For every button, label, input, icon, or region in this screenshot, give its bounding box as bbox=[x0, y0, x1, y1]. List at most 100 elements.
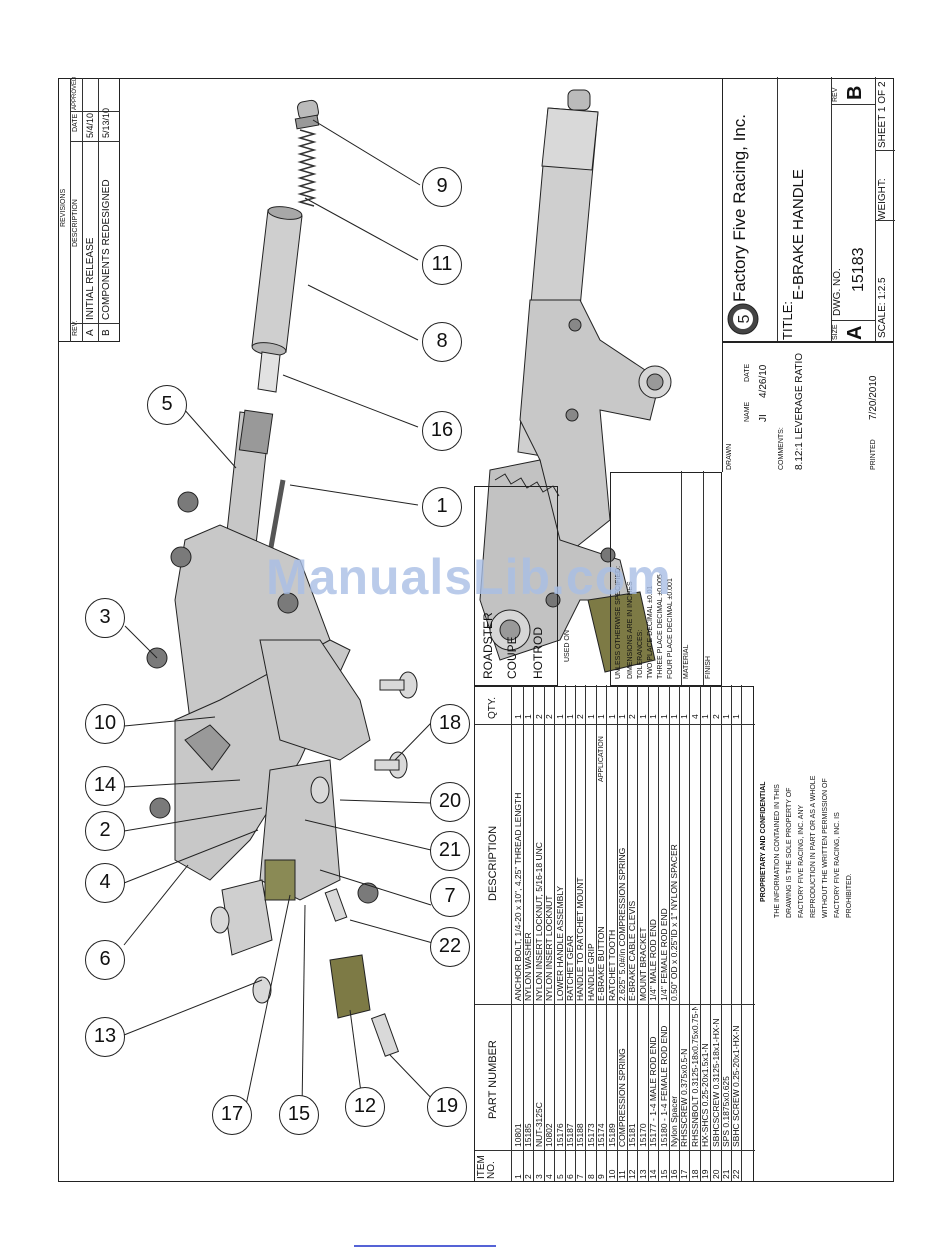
bom-cell-part: RHSSCREW 0.375x0.5-N bbox=[679, 1048, 690, 1147]
bom-cell-desc: 0.50" OD x 0.25"ID x 1" NYLON SPACER bbox=[669, 844, 679, 1001]
proprietary-line: PROHIBITED. bbox=[846, 873, 853, 918]
printed-label: PRINTED bbox=[870, 439, 877, 470]
bom-cell-qty: 1 bbox=[669, 714, 679, 719]
bom-cell-qty: 1 bbox=[565, 714, 575, 719]
bom-cell-item: 15 bbox=[658, 1169, 669, 1179]
bom-cell-qty: 1 bbox=[596, 714, 607, 719]
bom-cell-qty: 1 bbox=[658, 714, 669, 719]
title-label: TITLE: bbox=[780, 300, 795, 340]
bom-cell-item: 17 bbox=[679, 1169, 690, 1179]
sheet-size: A bbox=[844, 325, 866, 340]
proprietary-title: PROPRIETARY AND CONFIDENTIAL bbox=[760, 781, 767, 902]
printed-date: 7/20/2010 bbox=[868, 375, 879, 421]
handle-grip-part bbox=[251, 206, 303, 356]
callout-balloon: 13 bbox=[85, 1017, 125, 1057]
model-roadster: ROADSTER bbox=[481, 612, 495, 679]
bom-cell-desc: 1/4" MALE ROD END bbox=[648, 919, 659, 1001]
bom-cell-desc: 1/4" FEMALE ROD END bbox=[658, 908, 669, 1001]
leader-lines bbox=[123, 119, 441, 1111]
drawn-name: JI bbox=[758, 414, 769, 422]
callout-balloon: 15 bbox=[279, 1095, 319, 1135]
application-label: APPLICATION bbox=[598, 736, 605, 782]
approved-col-header: APPROVED bbox=[72, 76, 78, 110]
material-label: MATERIAL bbox=[683, 644, 690, 680]
size-label: SIZE bbox=[832, 324, 839, 340]
bom-cell-item: 18 bbox=[689, 1169, 700, 1179]
bom-cell-item: 3 bbox=[533, 1174, 544, 1179]
assembled-view bbox=[479, 89, 672, 673]
mount-bracket-part bbox=[221, 859, 296, 956]
scale-text: SCALE: 1:2.5 bbox=[877, 277, 888, 338]
model-coupe: COUPE bbox=[505, 636, 519, 679]
rev-a-description: INITIAL RELEASE bbox=[85, 237, 96, 320]
bom-cell-part: RHSSNBOLT 0.3125-18x0.75x0.75-N bbox=[689, 1007, 700, 1147]
bom-cell-item: 11 bbox=[617, 1170, 627, 1179]
bom-cell-item: 6 bbox=[565, 1174, 575, 1179]
bom-cell-item: 8 bbox=[585, 1174, 596, 1179]
date-label: DATE bbox=[744, 363, 751, 382]
bom-cell-item: 22 bbox=[731, 1169, 742, 1179]
callout-balloon: 16 bbox=[422, 411, 462, 451]
bom-cell-part: 15189 bbox=[606, 1123, 617, 1147]
bom-cell-qty: 1 bbox=[606, 714, 617, 719]
callout-balloon: 12 bbox=[345, 1087, 385, 1127]
bom-cell-part: 15177 - 1-4 MALE ROD END bbox=[648, 1036, 659, 1147]
proprietary-notice: PROPRIETARY AND CONFIDENTIAL THE INFORMA… bbox=[754, 686, 866, 922]
bom-cell-desc: MOUNT BRACKET bbox=[637, 927, 648, 1001]
comment-text: 8.12:1 LEVERAGE RATIO bbox=[794, 352, 805, 470]
bom-cell-desc: E-BRAKE CABLE CLEVIS bbox=[627, 900, 638, 1001]
callout-balloon: 21 bbox=[430, 831, 470, 871]
rev-b-description: COMPONENTS REDESIGNED bbox=[101, 179, 112, 320]
bom-cell-part: SBHC SCREW 0.25-20x1-HX-N bbox=[731, 1025, 742, 1147]
nylon-spacer-part bbox=[257, 351, 281, 393]
proprietary-line: THE INFORMATION CONTAINED IN THIS bbox=[774, 784, 781, 918]
rev-letter: B bbox=[844, 85, 866, 100]
callout-balloon: 11 bbox=[422, 245, 462, 285]
bom-cell-desc: RATCHET TOOTH bbox=[606, 929, 617, 1001]
bom-cell-item: 16 bbox=[669, 1169, 679, 1179]
dwg-number: 15183 bbox=[850, 247, 867, 293]
bom-cell-item: 10 bbox=[606, 1169, 617, 1179]
callout-balloon: 1 bbox=[422, 487, 462, 527]
callout-balloon: 2 bbox=[85, 811, 125, 851]
bom-cell-qty: 1 bbox=[585, 714, 596, 719]
drawn-label: DRAWN bbox=[726, 443, 733, 470]
callout-balloon: 7 bbox=[430, 877, 470, 917]
bom-cell-part: 15181 bbox=[627, 1123, 638, 1147]
watermark: ManualsLib.com bbox=[266, 549, 672, 605]
bom-cell-qty: 2 bbox=[533, 714, 544, 719]
bom-cell-part: 15174 bbox=[596, 1123, 607, 1147]
bom-cell-qty: 1 bbox=[721, 714, 731, 719]
clevis-part bbox=[329, 954, 371, 1019]
page-link-underline[interactable] bbox=[354, 1245, 496, 1247]
bom-cell-desc: NYLON INSERT LOCKNUT, 5/16-18 UNC bbox=[533, 842, 544, 1001]
proprietary-line: FACTORY FIVE RACING, INC. ANY bbox=[798, 804, 805, 918]
bom-cell-desc: NYLON INSERT LOCKNUT bbox=[544, 895, 555, 1002]
proprietary-line: WITHOUT THE WRITTEN PERMISSION OF bbox=[822, 778, 829, 918]
callout-balloon: 10 bbox=[85, 704, 125, 744]
drawing-title: E-BRAKE HANDLE bbox=[790, 169, 807, 300]
bom-cell-qty: 2 bbox=[710, 714, 721, 719]
rev-a-letter: A bbox=[85, 329, 96, 336]
svg-text:5: 5 bbox=[736, 314, 753, 323]
bom-cell-part: 15185 bbox=[523, 1123, 534, 1147]
drawing-border bbox=[58, 78, 894, 1182]
callout-balloon: 18 bbox=[430, 704, 470, 744]
bom-item-header: ITEM NO. bbox=[476, 1155, 497, 1179]
dwg-no-label: DWG. NO. bbox=[832, 268, 843, 316]
bom-cell-item: 1 bbox=[513, 1174, 523, 1179]
